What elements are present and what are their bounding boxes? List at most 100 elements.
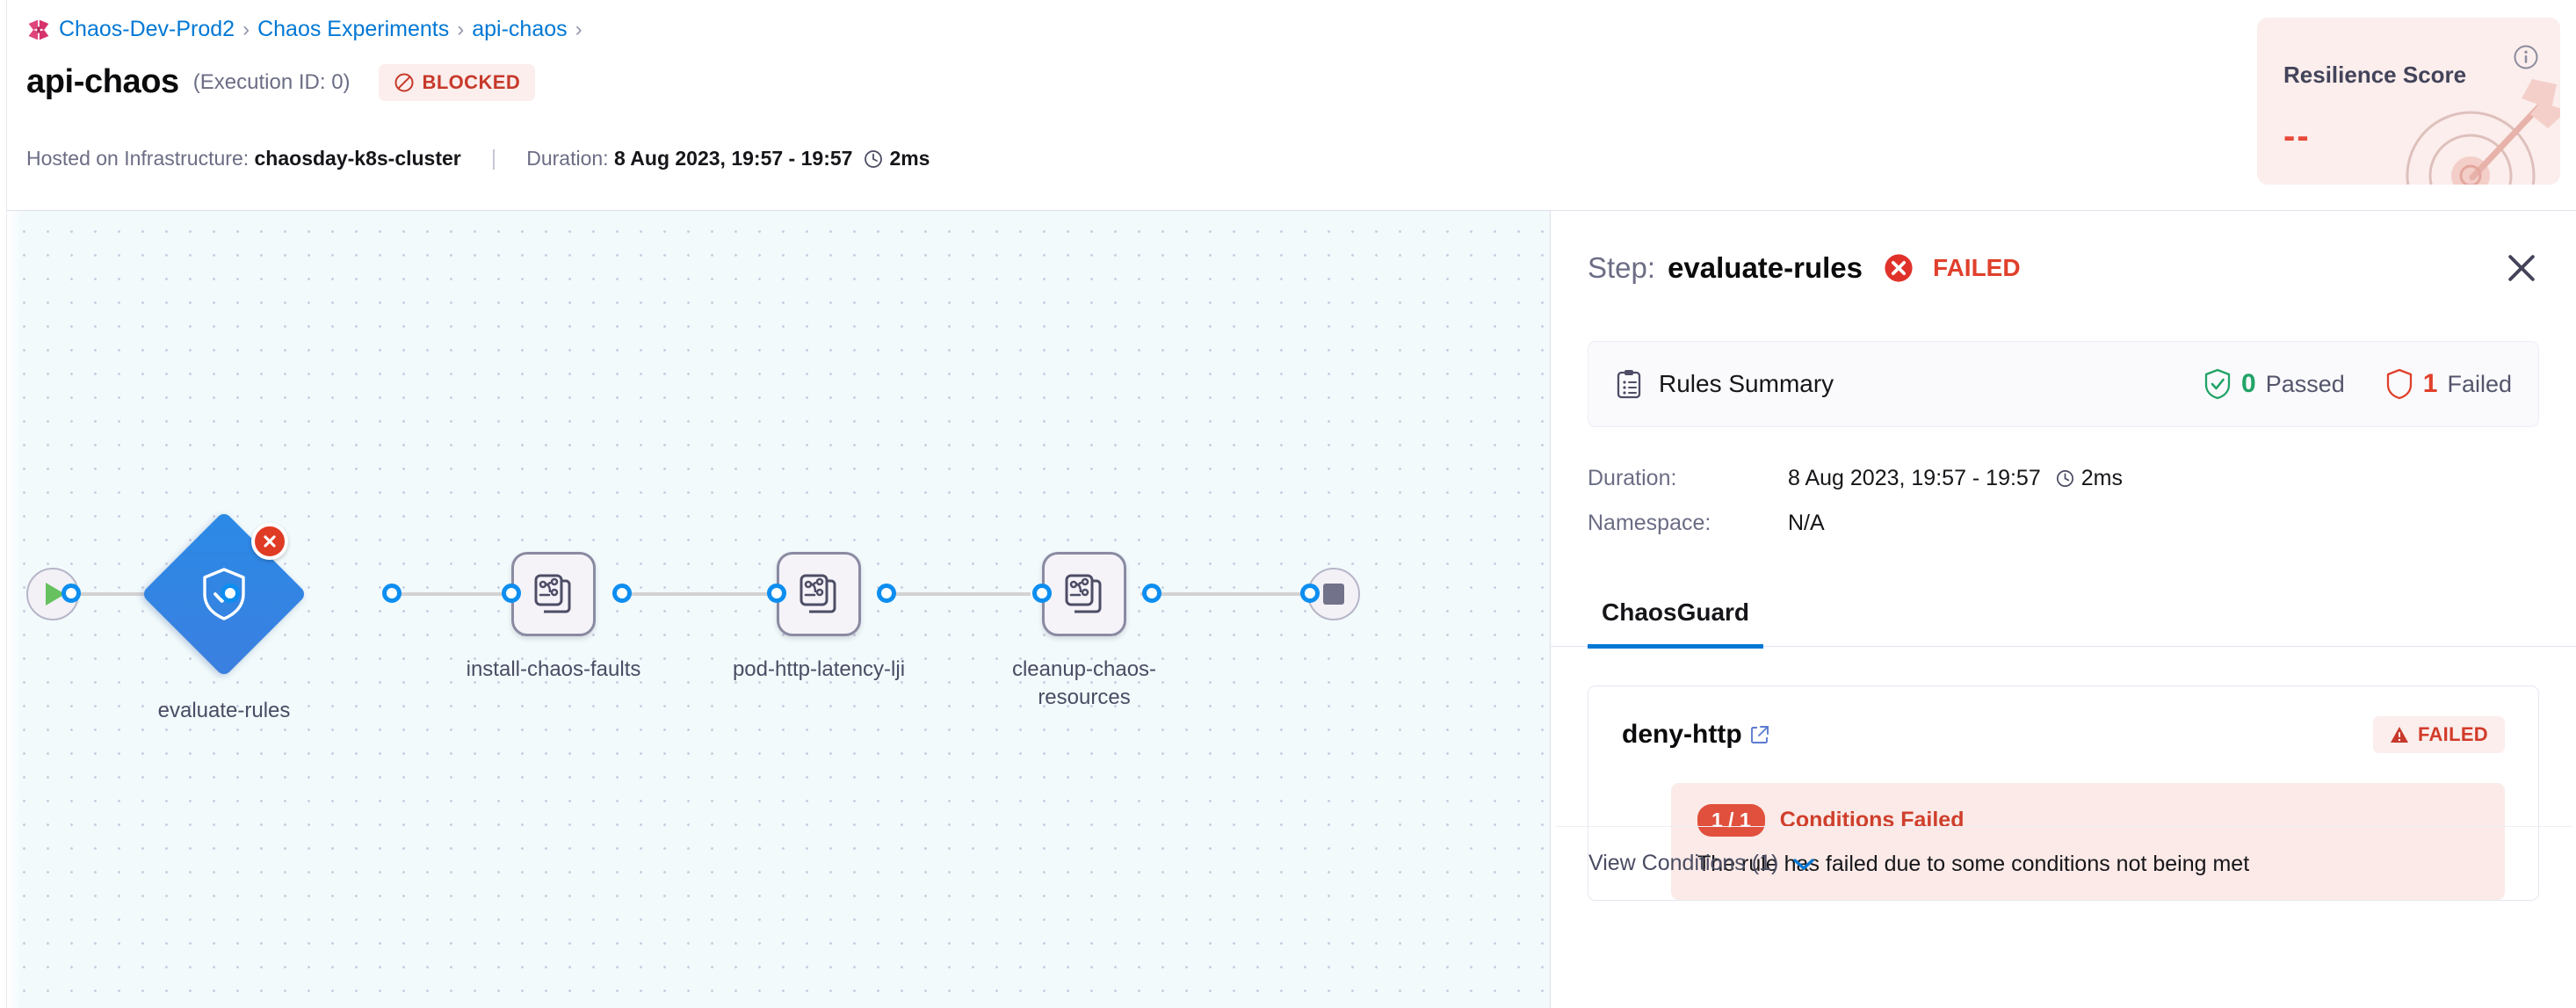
rules-summary-title: Rules Summary	[1659, 370, 1834, 397]
chaos-fault-icon	[800, 574, 836, 613]
chaos-fault-icon	[1065, 574, 1102, 613]
start-node-shape	[26, 568, 79, 620]
node-pod-http-latency-lji[interactable]: pod-http-latency-lji	[733, 552, 905, 681]
warning-triangle-icon	[2390, 727, 2408, 743]
rule-card-header: deny-http FAILED	[1622, 716, 2505, 753]
port-latency-out[interactable]	[877, 584, 896, 603]
panel-step-prefix: Step:	[1588, 251, 1656, 284]
resilience-score-title: Resilience Score	[2283, 62, 2467, 88]
port-latency-in[interactable]	[767, 584, 786, 603]
detail-value: 8 Aug 2023, 19:57 - 19:57	[1788, 466, 2041, 490]
detail-row-namespace: Namespace: N/A	[1588, 511, 2539, 536]
header-meta: Hosted on Infrastructure: chaosday-k8s-c…	[26, 146, 930, 171]
node-evaluate-rules[interactable]: evaluate-rules	[141, 511, 308, 722]
node-label-cleanup-chaos-resources: cleanup-chaos-resources	[1011, 657, 1157, 709]
rules-summary-card: Rules Summary 0 Passed 1 Failed	[1588, 341, 2539, 427]
external-link-icon[interactable]	[1750, 725, 1769, 744]
clock-icon	[2056, 470, 2073, 487]
chaos-fault-icon	[534, 574, 571, 613]
pipeline-canvas[interactable]: evaluate-rules install-ch	[7, 211, 1549, 1008]
breadcrumb-item-0[interactable]: Chaos-Dev-Prod2	[59, 17, 235, 41]
port-end-in[interactable]	[1300, 584, 1320, 603]
detail-value: N/A	[1788, 511, 1825, 535]
info-icon[interactable]	[2513, 44, 2539, 70]
breadcrumb-separator: ›	[242, 17, 250, 41]
page-title: api-chaos	[26, 63, 179, 100]
node-status-badge-failed	[251, 523, 288, 560]
panel-header-title-group: Step: evaluate-rules FAILED	[1588, 251, 2021, 285]
detail-extra: 2ms	[2080, 466, 2123, 490]
error-x-icon	[264, 535, 276, 548]
view-conditions-label: View Conditions (1)	[1588, 851, 1779, 875]
shield-outline-icon	[2386, 368, 2412, 400]
resilience-score-card: Resilience Score --	[2257, 18, 2560, 185]
play-icon	[45, 583, 65, 606]
passed-count-group: 0 Passed	[2203, 368, 2345, 400]
step-box-shape	[511, 552, 596, 636]
failed-count: 1	[2422, 369, 2438, 398]
step-details-panel: Step: evaluate-rules FAILED	[1550, 211, 2576, 1008]
node-label-install-chaos-faults: install-chaos-faults	[466, 657, 641, 681]
close-icon[interactable]	[2502, 249, 2541, 287]
duration-value: 8 Aug 2023, 19:57 - 19:57	[613, 147, 853, 170]
status-badge: BLOCKED	[378, 63, 536, 101]
rule-status-label: FAILED	[2417, 723, 2488, 745]
conditions-failed-callout: 1 / 1 Conditions Failed The rule has fai…	[1671, 783, 2505, 900]
conditions-count-pill: 1 / 1	[1697, 804, 1765, 837]
edge-latency-to-cleanup	[886, 592, 1031, 596]
node-label-pod-http-latency-lji: pod-http-latency-lji	[732, 657, 906, 681]
tab-chaosguard[interactable]: ChaosGuard	[1588, 598, 1764, 649]
port-install-in[interactable]	[502, 584, 521, 603]
port-cleanup-out[interactable]	[1142, 584, 1161, 603]
detail-row-duration: Duration: 8 Aug 2023, 19:57 - 19:57 2ms	[1588, 466, 2539, 491]
infrastructure-value: chaosday-k8s-cluster	[254, 147, 461, 170]
status-badge-label: BLOCKED	[422, 70, 521, 93]
execution-id: (Execution ID: 0)	[192, 69, 351, 94]
duration-elapsed: 2ms	[889, 147, 930, 170]
node-cleanup-chaos-resources[interactable]: cleanup-chaos-resources	[1012, 552, 1156, 709]
chevron-down-icon	[1793, 858, 1815, 870]
step-box-shape	[777, 552, 861, 636]
panel-step-status: FAILED	[1933, 254, 2021, 281]
detail-key: Duration:	[1588, 466, 1677, 490]
detail-value-group: 8 Aug 2023, 19:57 - 19:57 2ms	[1788, 466, 2123, 491]
conditions-failed-title: Conditions Failed	[1779, 808, 1965, 832]
rule-name: deny-http	[1622, 720, 1742, 749]
start-node[interactable]	[26, 568, 79, 620]
node-label-evaluate-rules: evaluate-rules	[157, 699, 291, 722]
breadcrumb-item-1[interactable]: Chaos Experiments	[257, 17, 450, 41]
port-install-out[interactable]	[612, 584, 632, 603]
view-conditions-toggle[interactable]: View Conditions (1)	[1555, 826, 2572, 900]
left-gutter	[0, 0, 7, 1008]
port-start-out[interactable]	[62, 584, 81, 603]
rules-summary-heading-group: Rules Summary	[1615, 369, 1834, 399]
blocked-icon	[394, 73, 414, 91]
edge-install-to-latency	[622, 592, 776, 596]
panel-tabs: ChaosGuard	[1551, 571, 2576, 649]
error-x-icon	[1885, 254, 1913, 282]
port-cleanup-in[interactable]	[1032, 584, 1052, 603]
rule-card-deny-http: deny-http FAILED 1 / 1	[1555, 685, 2572, 901]
resilience-score-value: --	[2283, 117, 2311, 156]
title-row: api-chaos (Execution ID: 0) BLOCKED	[26, 63, 536, 101]
port-evaluate-rules-in[interactable]	[221, 584, 240, 603]
breadcrumb-separator: ›	[575, 17, 582, 41]
meta-divider: |	[490, 146, 497, 170]
page-header: Chaos-Dev-Prod2 › Chaos Experiments › ap…	[7, 0, 2576, 211]
port-evaluate-rules-out[interactable]	[382, 584, 402, 603]
edge-evaluate-rules-to-install	[394, 592, 521, 596]
panel-step-name: evaluate-rules	[1668, 251, 1863, 284]
conditions-failed-description: The rule has failed due to some conditio…	[1697, 852, 2250, 876]
node-install-chaos-faults[interactable]: install-chaos-faults	[467, 552, 640, 681]
step-detail-rows: Duration: 8 Aug 2023, 19:57 - 19:57 2ms …	[1588, 466, 2539, 555]
clock-icon	[865, 149, 883, 168]
pipeline-graph: evaluate-rules install-ch	[7, 211, 1549, 1008]
failed-label: Failed	[2447, 370, 2512, 397]
harness-logo-icon	[28, 19, 49, 40]
breadcrumb-separator: ›	[457, 17, 465, 41]
end-node-shape	[1307, 568, 1360, 620]
breadcrumb-item-2[interactable]: api-chaos	[472, 17, 568, 41]
panel-header: Step: evaluate-rules FAILED	[1551, 211, 2576, 325]
end-node[interactable]	[1307, 568, 1360, 620]
